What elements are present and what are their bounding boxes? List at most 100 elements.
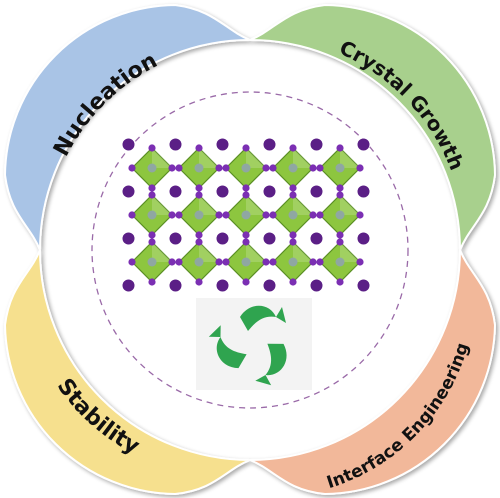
b-site-atom xyxy=(335,163,345,173)
x-site-atom xyxy=(148,191,156,199)
a-site-atom xyxy=(310,138,323,151)
petal-ring xyxy=(3,3,497,496)
a-site-atom xyxy=(216,185,229,198)
x-site-atom xyxy=(309,164,317,172)
a-site-atom xyxy=(357,232,370,245)
x-site-atom xyxy=(215,211,223,219)
x-site-atom xyxy=(289,238,297,246)
x-site-atom xyxy=(148,238,156,246)
x-site-atom xyxy=(128,164,136,172)
x-site-atom xyxy=(222,164,230,172)
x-site-atom xyxy=(289,184,297,192)
b-site-atom xyxy=(241,257,251,267)
a-site-atom xyxy=(263,279,276,292)
x-site-atom xyxy=(336,278,344,286)
x-site-atom xyxy=(269,258,277,266)
b-site-atom xyxy=(194,163,204,173)
octahedron-highlight xyxy=(152,242,172,262)
interface-engineering-petal xyxy=(249,249,497,496)
x-site-atom xyxy=(148,184,156,192)
x-site-atom xyxy=(262,211,270,219)
b-site-atom xyxy=(288,163,298,173)
a-site-atom xyxy=(122,232,135,245)
a-site-atom xyxy=(216,232,229,245)
b-site-atom xyxy=(194,210,204,220)
x-site-atom xyxy=(175,258,183,266)
x-site-atom xyxy=(148,278,156,286)
crystal-growth-petal xyxy=(249,3,497,251)
x-site-atom xyxy=(316,164,324,172)
a-site-atom xyxy=(169,138,182,151)
octahedron-highlight xyxy=(340,148,360,168)
x-site-atom xyxy=(336,231,344,239)
x-site-atom xyxy=(289,278,297,286)
octahedron-highlight xyxy=(152,148,172,168)
a-site-atom xyxy=(310,185,323,198)
x-site-atom xyxy=(195,144,203,152)
a-site-atom xyxy=(357,279,370,292)
x-site-atom xyxy=(269,164,277,172)
x-site-atom xyxy=(356,211,364,219)
x-site-atom xyxy=(242,191,250,199)
x-site-atom xyxy=(215,258,223,266)
x-site-atom xyxy=(309,211,317,219)
x-site-atom xyxy=(195,238,203,246)
x-site-atom xyxy=(289,144,297,152)
x-site-atom xyxy=(222,211,230,219)
x-site-atom xyxy=(269,211,277,219)
recycle-leaves-icon xyxy=(196,298,312,390)
x-site-atom xyxy=(195,231,203,239)
octahedron-highlight xyxy=(246,195,266,215)
x-site-atom xyxy=(289,191,297,199)
b-site-atom xyxy=(241,210,251,220)
octahedron-highlight xyxy=(199,242,219,262)
a-site-atom xyxy=(169,232,182,245)
a-site-atom xyxy=(310,232,323,245)
a-site-atom xyxy=(357,138,370,151)
x-site-atom xyxy=(195,184,203,192)
dashed-circle xyxy=(91,91,409,409)
x-site-atom xyxy=(128,258,136,266)
x-site-atom xyxy=(336,144,344,152)
b-site-atom xyxy=(194,257,204,267)
x-site-atom xyxy=(242,184,250,192)
perovskite-lattice xyxy=(122,138,370,292)
octahedron-highlight xyxy=(199,148,219,168)
x-site-atom xyxy=(175,211,183,219)
x-site-atom xyxy=(262,164,270,172)
x-site-atom xyxy=(242,144,250,152)
octahedron-highlight xyxy=(246,148,266,168)
x-site-atom xyxy=(316,258,324,266)
octahedron-highlight xyxy=(246,242,266,262)
x-site-atom xyxy=(316,211,324,219)
x-site-atom xyxy=(195,191,203,199)
b-site-atom xyxy=(147,210,157,220)
x-site-atom xyxy=(262,258,270,266)
x-site-atom xyxy=(195,278,203,286)
octahedron-highlight xyxy=(340,195,360,215)
a-site-atom xyxy=(122,279,135,292)
x-site-atom xyxy=(168,211,176,219)
a-site-atom xyxy=(216,138,229,151)
a-site-atom xyxy=(216,279,229,292)
nucleation-petal xyxy=(3,3,251,251)
b-site-atom xyxy=(147,257,157,267)
x-site-atom xyxy=(148,231,156,239)
x-site-atom xyxy=(222,258,230,266)
x-site-atom xyxy=(336,184,344,192)
x-site-atom xyxy=(128,211,136,219)
a-site-atom xyxy=(263,185,276,198)
x-site-atom xyxy=(336,191,344,199)
b-site-atom xyxy=(147,163,157,173)
x-site-atom xyxy=(168,164,176,172)
b-site-atom xyxy=(241,163,251,173)
octahedron-highlight xyxy=(340,242,360,262)
x-site-atom xyxy=(215,164,223,172)
x-site-atom xyxy=(356,164,364,172)
x-site-atom xyxy=(289,231,297,239)
stability-petal xyxy=(3,249,251,496)
a-site-atom xyxy=(263,232,276,245)
a-site-atom xyxy=(122,138,135,151)
b-site-atom xyxy=(335,257,345,267)
